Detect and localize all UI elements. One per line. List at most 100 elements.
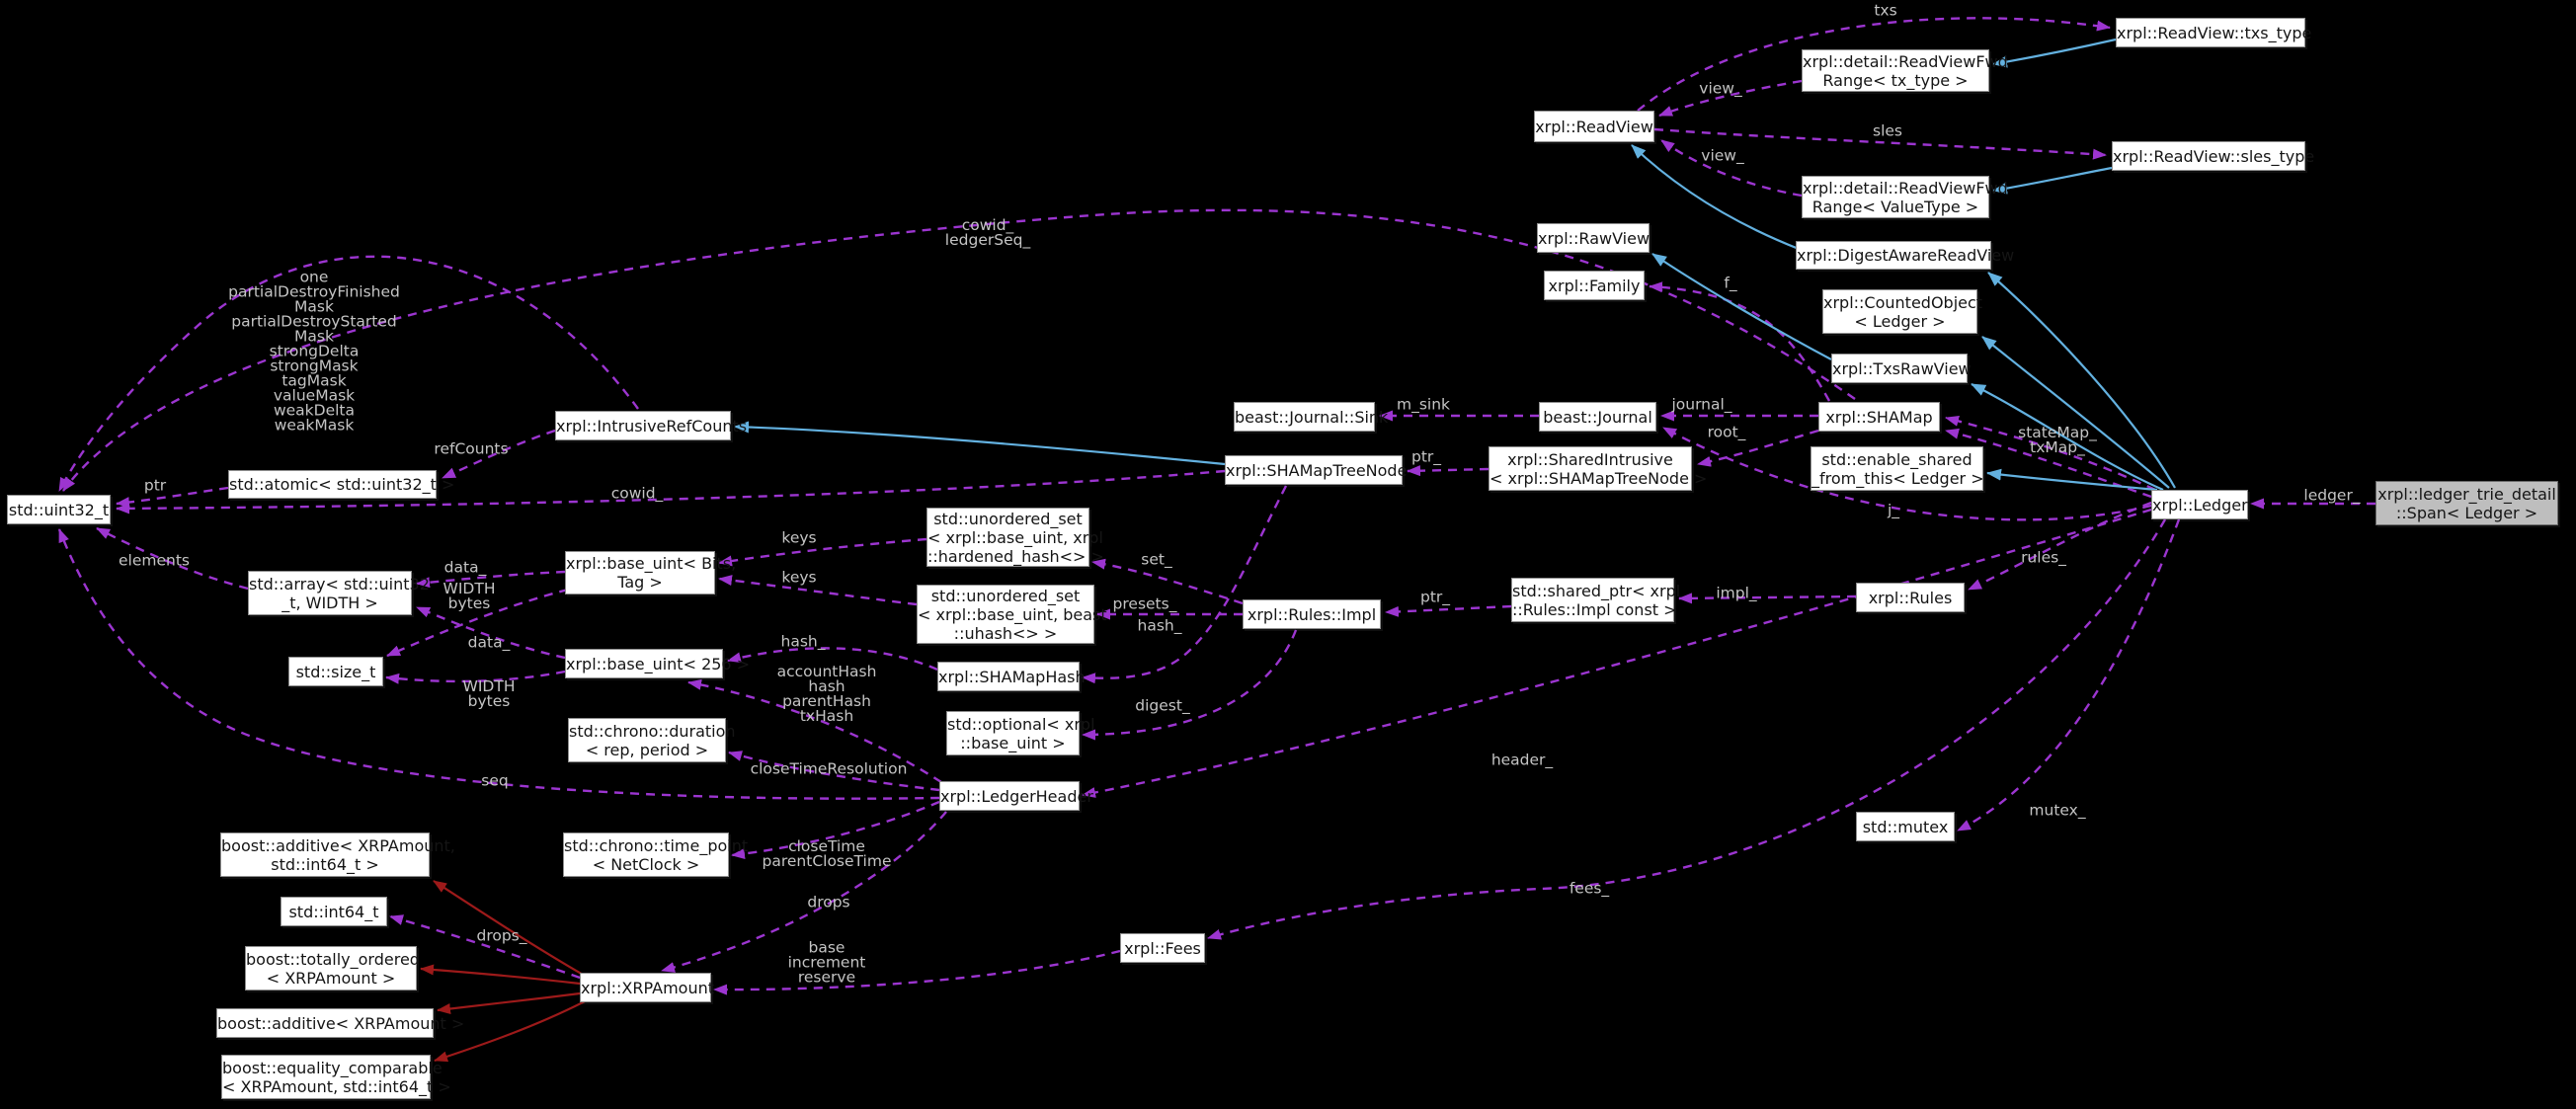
node-intrusiverefcounts[interactable]: xrpl::IntrusiveRefCounts bbox=[555, 411, 748, 440]
node-sles-type[interactable]: xrpl::ReadView::sles_type bbox=[2112, 141, 2315, 171]
node-uset-hardened-line: < xrpl::base_uint, xrpl bbox=[927, 527, 1103, 547]
edge-usage-xrpamount-to-int64 bbox=[389, 914, 581, 980]
edge-usage-ledger-to-ledgerheader bbox=[1082, 508, 2152, 798]
node-atomic-uint32[interactable]: std::atomic< std::uint32_t > bbox=[228, 470, 454, 499]
node-digestawarereadview-line: xrpl::DigestAwareReadView bbox=[1797, 246, 2015, 265]
edge-usage-baseuint-bits-to-stdarray bbox=[416, 570, 566, 589]
node-optional-baseuint[interactable]: std::optional< xrpl::base_uint > bbox=[946, 711, 1095, 755]
node-span-ledger-line: ::Span< Ledger > bbox=[2395, 503, 2538, 522]
node-digestawarereadview[interactable]: xrpl::DigestAwareReadView bbox=[1796, 241, 2015, 270]
node-duration-line: std::chrono::duration bbox=[569, 721, 736, 741]
edge-usage-shamap-to-family bbox=[1649, 281, 1831, 402]
node-timepoint[interactable]: std::chrono::time_point< NetClock > bbox=[563, 832, 748, 877]
node-rawview-line: xrpl::RawView bbox=[1538, 228, 1650, 248]
node-stdarray[interactable]: std::array< std::uint32_t, WIDTH > bbox=[248, 571, 430, 615]
edge-usage-stdarray-to-uint32 bbox=[96, 526, 249, 591]
node-shamap[interactable]: xrpl::SHAMap bbox=[1818, 402, 1940, 432]
node-readview-line: xrpl::ReadView bbox=[1535, 117, 1653, 136]
node-intrusiverefcounts-line: xrpl::IntrusiveRefCounts bbox=[556, 416, 748, 436]
node-fwdrange-value-line: xrpl::detail::ReadViewFwd bbox=[1803, 178, 2008, 198]
edge-usage-atomic-uint32-to-uint32 bbox=[116, 486, 229, 509]
node-baseuint256[interactable]: xrpl::base_uint< 256 > bbox=[565, 649, 751, 678]
node-boost-additive-2[interactable]: boost::additive< XRPAmount,std::int64_t … bbox=[220, 832, 455, 877]
edge-usage-baseuint256-to-sizet bbox=[385, 670, 566, 684]
node-rawview[interactable]: xrpl::RawView bbox=[1537, 223, 1650, 253]
node-fees[interactable]: xrpl::Fees bbox=[1120, 933, 1205, 963]
node-family[interactable]: xrpl::Family bbox=[1544, 271, 1645, 300]
node-uset-uhash-line: std::unordered_set bbox=[930, 586, 1081, 605]
edge-inherit-sles-type-to-fwdrange-value bbox=[1992, 166, 2113, 195]
node-countedobject[interactable]: xrpl::CountedObject< Ledger > bbox=[1822, 289, 1982, 334]
node-family-line: xrpl::Family bbox=[1548, 276, 1641, 295]
node-boost-additive-1[interactable]: boost::additive< XRPAmount > bbox=[216, 1008, 465, 1038]
node-shamaphash[interactable]: xrpl::SHAMapHash bbox=[937, 662, 1086, 691]
node-ledger[interactable]: xrpl::Ledger bbox=[2151, 490, 2248, 519]
node-sharedintrusive-line: xrpl::SharedIntrusive bbox=[1507, 449, 1673, 469]
edge-inherit-digestawarereadview-to-readview bbox=[1631, 144, 1800, 251]
edge-usage-ledger-to-journal bbox=[1662, 426, 2152, 521]
node-xrpamount[interactable]: xrpl::XRPAmount bbox=[580, 973, 715, 1002]
node-uint32[interactable]: std::uint32_t bbox=[7, 495, 111, 524]
node-boost-equality[interactable]: boost::equality_comparable< XRPAmount, s… bbox=[221, 1055, 451, 1099]
node-span-ledger[interactable]: xrpl::ledger_trie_detail::Span< Ledger > bbox=[2375, 481, 2558, 525]
node-baseuint-bits[interactable]: xrpl::base_uint< Bits,Tag > bbox=[565, 551, 736, 594]
edge-usage-sharedintrusive-to-shamaptreenode bbox=[1407, 465, 1489, 477]
node-sizet[interactable]: std::size_t bbox=[288, 657, 383, 686]
node-boost-additive-2-line: boost::additive< XRPAmount, bbox=[221, 835, 455, 855]
node-baseuint256-line: xrpl::base_uint< 256 > bbox=[566, 654, 751, 673]
edge-usage-shamap-to-sharedintrusive bbox=[1697, 429, 1819, 467]
node-mutex-line: std::mutex bbox=[1862, 817, 1949, 836]
edge-usage-intrusiverefcounts-to-uint32 bbox=[57, 255, 639, 492]
node-sles-type-line: xrpl::ReadView::sles_type bbox=[2113, 146, 2315, 166]
node-uset-hardened[interactable]: std::unordered_set< xrpl::base_uint, xrp… bbox=[926, 508, 1104, 567]
node-boost-totally-ordered-line: boost::totally_ordered bbox=[246, 949, 420, 969]
edge-usage-baseuint256-to-stdarray bbox=[416, 605, 566, 660]
node-journal-sink[interactable]: beast::Journal::Sink bbox=[1234, 402, 1388, 432]
node-mutex[interactable]: std::mutex bbox=[1856, 812, 1955, 841]
edge-usage-shamaptreenode-to-shamaphash bbox=[1082, 485, 1288, 684]
edge-usage-ledger-to-shamap bbox=[1945, 416, 2156, 492]
node-baseuint-bits-line: Tag > bbox=[617, 573, 663, 592]
node-sharedintrusive[interactable]: xrpl::SharedIntrusive< xrpl::SHAMapTreeN… bbox=[1489, 446, 1708, 491]
node-rules[interactable]: xrpl::Rules bbox=[1856, 583, 1965, 612]
node-duration[interactable]: std::chrono::duration< rep, period > bbox=[568, 718, 736, 762]
node-shamaptreenode[interactable]: xrpl::SHAMapTreeNode bbox=[1225, 455, 1407, 485]
node-timepoint-line: < NetClock > bbox=[592, 854, 700, 874]
node-uset-uhash[interactable]: std::unordered_set< xrpl::base_uint, bea… bbox=[917, 585, 1107, 644]
node-xrpamount-line: xrpl::XRPAmount bbox=[581, 978, 715, 997]
edge-usage-intrusiverefcounts-to-atomic-uint32 bbox=[442, 429, 556, 480]
node-txs-type[interactable]: xrpl::ReadView::txs_type bbox=[2116, 18, 2311, 47]
node-optional-baseuint-line: ::base_uint > bbox=[960, 733, 1066, 753]
node-uset-uhash-line: < xrpl::base_uint, beast bbox=[918, 604, 1107, 624]
node-ledgerheader-line: xrpl::LedgerHeader bbox=[940, 786, 1093, 806]
node-ledgerheader[interactable]: xrpl::LedgerHeader bbox=[939, 781, 1093, 811]
edge-usage-ledger-to-mutex bbox=[1957, 518, 2181, 832]
node-sharedintrusive-line: < xrpl::SHAMapTreeNode > bbox=[1489, 468, 1708, 488]
edge-inherit-shamaptreenode-to-intrusiverefcounts bbox=[734, 421, 1226, 466]
node-optional-baseuint-line: std::optional< xrpl bbox=[947, 714, 1095, 734]
edge-usage-uset-uhash-to-baseuint-bits bbox=[718, 575, 918, 606]
edge-usage-rulesimpl-to-optional-baseuint bbox=[1082, 629, 1298, 741]
node-fwdrange-tx-line: xrpl::detail::ReadViewFwd bbox=[1803, 51, 2008, 71]
node-readview[interactable]: xrpl::ReadView bbox=[1534, 111, 1654, 142]
edge-usage-readview-to-txs-type bbox=[1637, 17, 2111, 112]
node-journal[interactable]: beast::Journal bbox=[1539, 402, 1656, 432]
node-int64-line: std::int64_t bbox=[288, 902, 379, 921]
node-uset-hardened-line: ::hardened_hash<> > bbox=[927, 546, 1104, 566]
node-stdarray-line: std::array< std::uint32 bbox=[249, 574, 430, 594]
edge-private-xrpamount-to-boost-totally-ordered bbox=[420, 964, 581, 986]
node-journal-line: beast::Journal bbox=[1543, 407, 1652, 427]
node-enablesharedfromthis-line: std::enable_shared bbox=[1821, 449, 1972, 469]
node-ledger-line: xrpl::Ledger bbox=[2152, 495, 2248, 515]
node-sharedptr-rulesimpl[interactable]: std::shared_ptr< xrpl::Rules::Impl const… bbox=[1511, 578, 1680, 622]
node-boost-additive-1-line: boost::additive< XRPAmount > bbox=[217, 1013, 465, 1033]
node-enablesharedfromthis[interactable]: std::enable_shared_from_this< Ledger > bbox=[1811, 446, 1984, 491]
edge-usage-baseuint-bits-to-sizet bbox=[386, 588, 569, 658]
node-txsrawview[interactable]: xrpl::TxsRawView bbox=[1831, 354, 1972, 383]
node-boost-totally-ordered[interactable]: boost::totally_ordered< XRPAmount > bbox=[245, 946, 420, 990]
node-int64[interactable]: std::int64_t bbox=[281, 897, 387, 926]
node-rulesimpl[interactable]: xrpl::Rules::Impl bbox=[1243, 599, 1381, 629]
